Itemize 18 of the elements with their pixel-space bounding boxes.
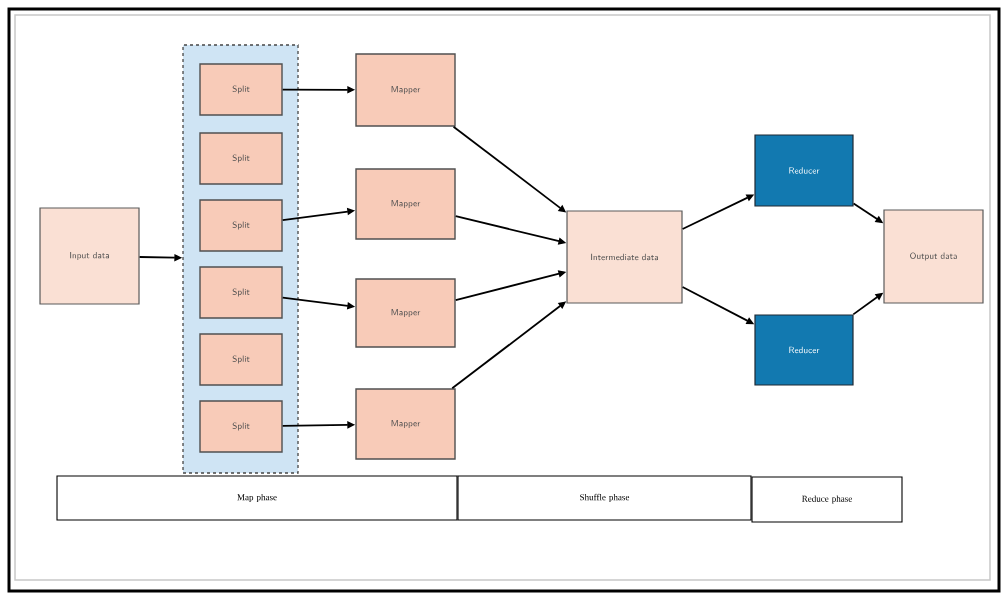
reducer-box: Reducer	[754, 134, 854, 207]
process-box: Split	[199, 63, 283, 116]
process-box: Split	[199, 400, 283, 453]
phase-band: Reduce phase	[751, 476, 903, 523]
reducer-box: Reducer	[754, 314, 854, 386]
process-box: Mapper	[355, 168, 456, 240]
process-box: Split	[199, 266, 283, 319]
process-box: Split	[199, 199, 283, 252]
process-box: Mapper	[355, 53, 456, 127]
data-box: Input data	[39, 207, 140, 305]
data-box: Output data	[883, 209, 984, 304]
data-box: Intermediate data	[566, 210, 683, 304]
process-box: Mapper	[355, 388, 456, 460]
phase-band: Shuffle phase	[457, 475, 752, 521]
phase-band: Map phase	[56, 475, 458, 521]
process-box: Split	[199, 132, 283, 185]
process-box: Mapper	[355, 278, 456, 348]
process-box: Split	[199, 333, 283, 386]
